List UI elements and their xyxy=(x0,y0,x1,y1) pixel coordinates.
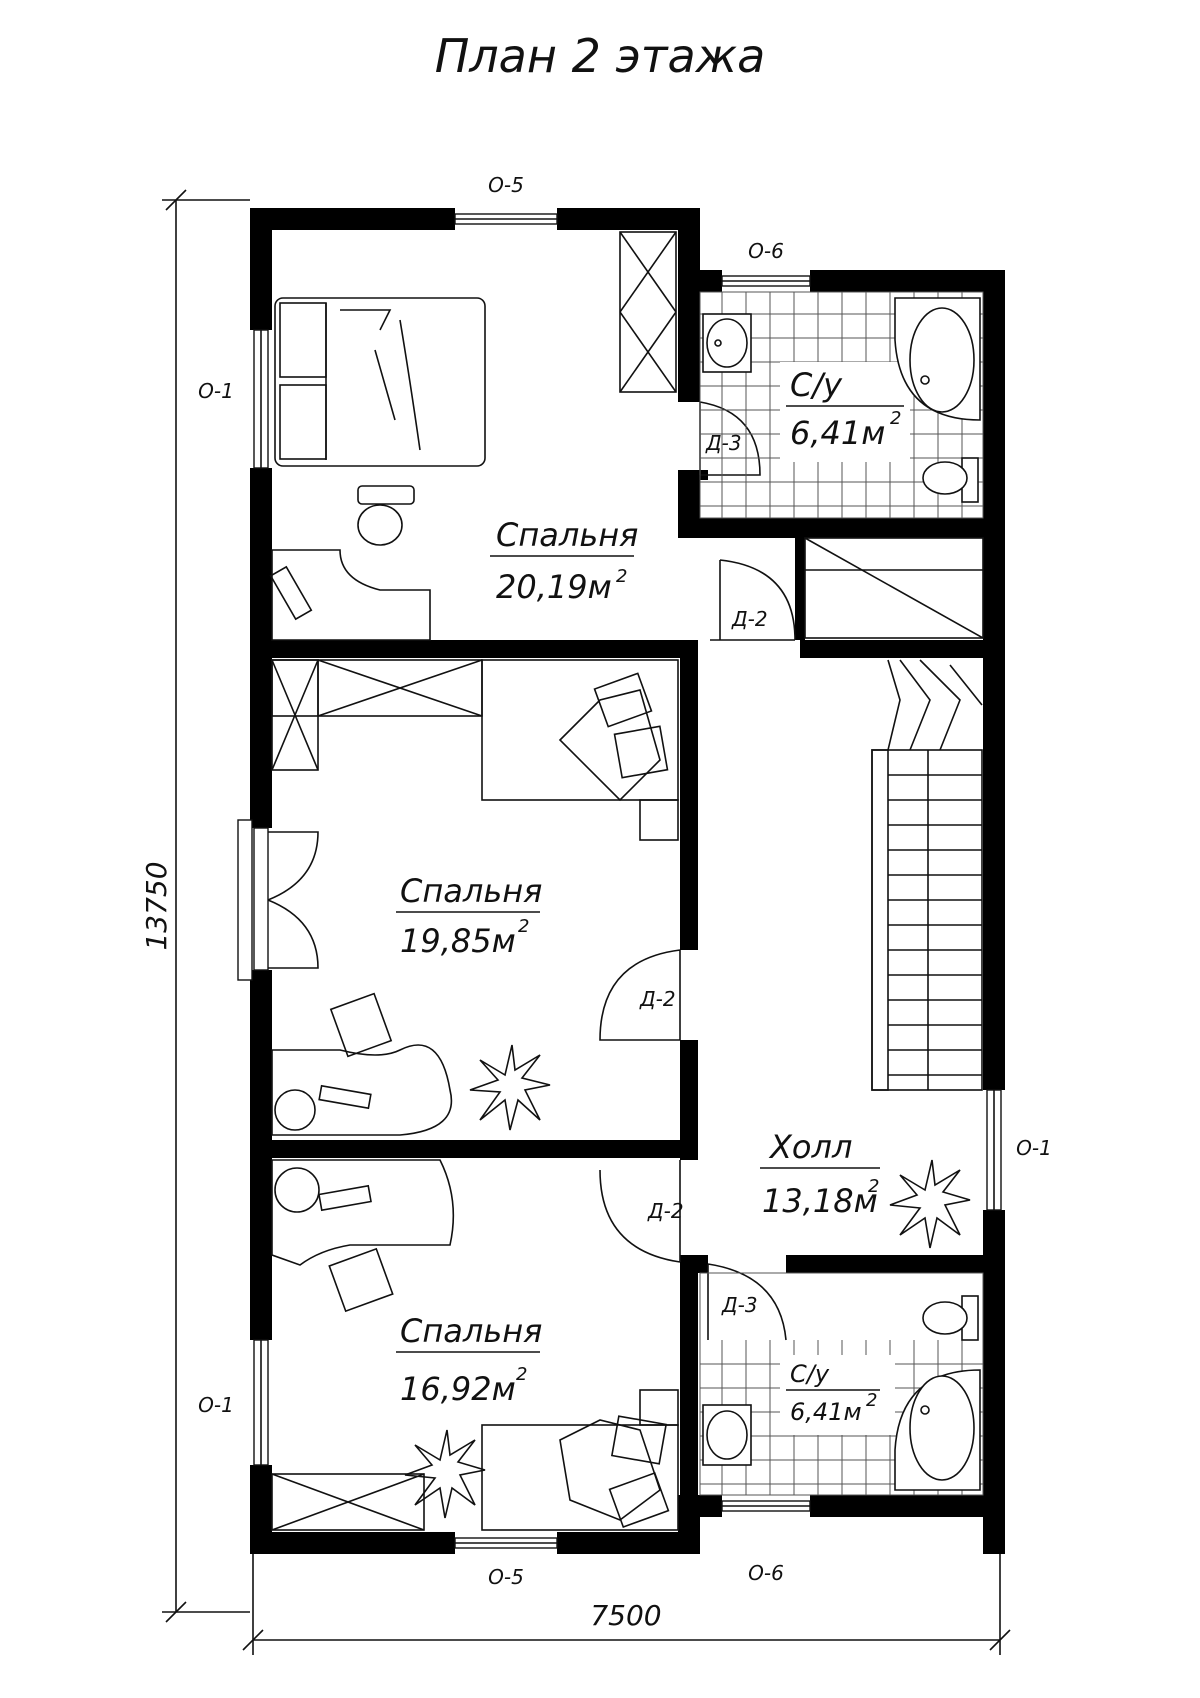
area-unit-sup: 2 xyxy=(518,916,529,937)
window-label-top: О-5 xyxy=(488,173,524,197)
window-label-left-upper: О-1 xyxy=(198,379,234,403)
dimension-height: 13750 xyxy=(140,189,250,1623)
room-name: Спальня xyxy=(496,516,638,554)
door-label-bedroom-middle: Д-2 xyxy=(639,987,676,1011)
room-area: 6,41м xyxy=(790,414,885,452)
room-label-bedroom-upper: Спальня 20,19м 2 xyxy=(490,516,638,606)
door-label-bath-bottom: Д-3 xyxy=(721,1293,758,1317)
room-label-bedroom-lower: Спальня 16,92м 2 xyxy=(396,1312,542,1408)
door-label-bedroom-upper: Д-2 xyxy=(731,607,768,631)
door-label-bedroom-lower: Д-2 xyxy=(647,1199,684,1223)
upper-bedroom-furniture xyxy=(269,231,677,641)
area-unit-sup: 2 xyxy=(890,408,901,429)
room-label-hall: Холл 13,18м 2 xyxy=(760,1128,880,1220)
room-area: 16,92м xyxy=(400,1370,516,1408)
area-unit-sup: 2 xyxy=(868,1176,879,1197)
plan-title: План 2 этажа xyxy=(435,29,766,83)
window-label-left-lower: О-1 xyxy=(198,1393,234,1417)
room-label-bath-lower: С/у 6,41м 2 xyxy=(786,1360,880,1426)
middle-bedroom-furniture xyxy=(271,659,679,1136)
area-unit-sup: 2 xyxy=(516,1364,527,1385)
room-area: 13,18м xyxy=(762,1182,878,1220)
room-area: 20,19м xyxy=(496,568,612,606)
area-unit-sup: 2 xyxy=(616,566,627,587)
window-label-bottom: О-5 xyxy=(488,1565,524,1589)
windows xyxy=(237,213,1002,1549)
height-dimension-label: 13750 xyxy=(140,861,173,950)
room-name: Спальня xyxy=(400,872,542,910)
window-label-right-hall: О-1 xyxy=(1016,1136,1052,1160)
hall-stairs xyxy=(804,537,984,1249)
room-area: 19,85м xyxy=(400,922,516,960)
walls xyxy=(250,208,1005,1554)
door-label-bath-top: Д-3 xyxy=(705,431,742,455)
room-label-bath-upper: С/у 6,41м 2 xyxy=(786,366,904,452)
area-unit-sup: 2 xyxy=(866,1390,877,1411)
lower-bath-fixtures xyxy=(702,1295,981,1491)
room-name: С/у xyxy=(790,366,843,404)
upper-bath-fixtures xyxy=(702,297,981,503)
window-label-bath-top: О-6 xyxy=(748,239,784,263)
dimension-width: 7500 xyxy=(242,1540,1011,1655)
room-name: Холл xyxy=(768,1128,852,1166)
room-name: С/у xyxy=(790,1360,830,1388)
room-area: 6,41м xyxy=(790,1398,862,1426)
lower-bedroom-furniture xyxy=(271,1159,679,1531)
width-dimension-label: 7500 xyxy=(590,1599,661,1632)
room-label-bedroom-middle: Спальня 19,85м 2 xyxy=(396,872,542,960)
room-name: Спальня xyxy=(400,1312,542,1350)
window-label-bath-bottom: О-6 xyxy=(748,1561,784,1585)
